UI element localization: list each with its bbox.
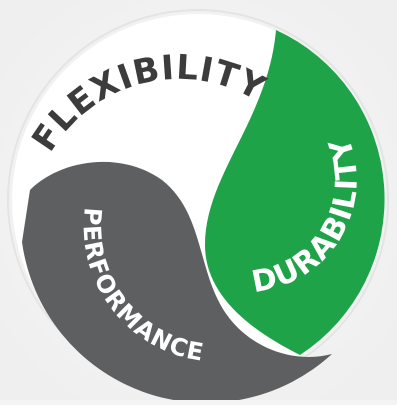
segment-performance	[22, 161, 332, 403]
segment-durability	[205, 30, 385, 355]
